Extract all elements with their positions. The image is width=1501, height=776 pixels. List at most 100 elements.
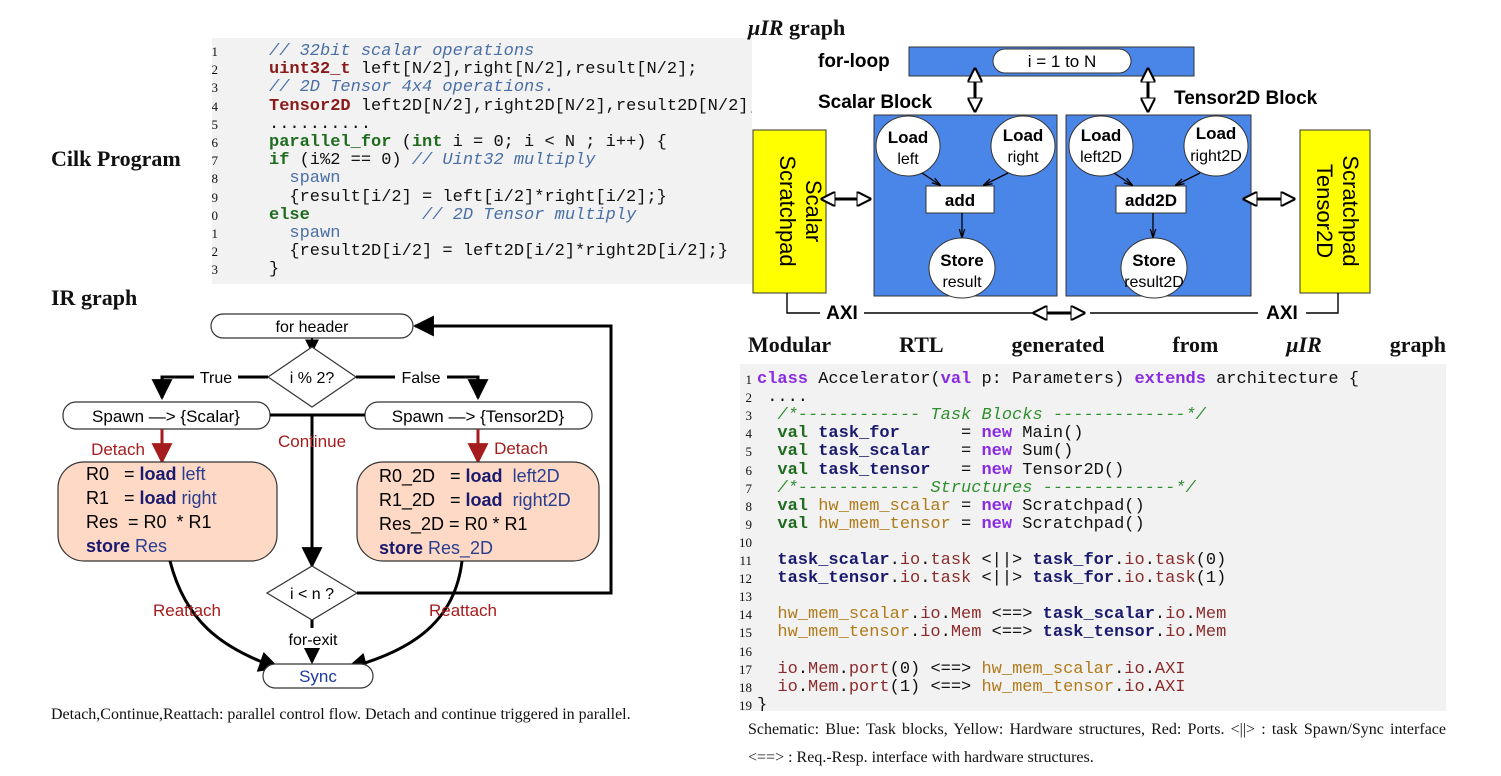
ir-opcode: load [139,464,177,484]
scalar-task-block [57,461,278,562]
store-result-line2: result [942,274,982,291]
code-text: else // 2D Tensor multiply [269,205,637,225]
ir-opcode: load [465,490,503,510]
line-number: 5 [212,116,218,132]
ir-opcode: load [139,488,177,508]
scratchpad-scalar-line2: Scalar [801,180,826,242]
load-left2d-node [1068,115,1134,177]
line-number: 2 [212,62,218,78]
line-number: 6 [745,462,753,478]
ir-arg: left [176,464,206,484]
rtl-title: Modular RTL generated from μIR graph [748,332,1446,358]
tensor-task-block [356,461,600,562]
ir-graph-title: IR graph [51,285,138,310]
ir-block-line: R1 = load right [86,486,217,510]
ir-block-line: Res_2D = R0 * R1 [379,512,571,536]
ir-operand: Res_2D = R0 * R1 [379,514,528,534]
code-text: io.Mem.port(0) <==> hw_mem_scalar.io.AXI [777,659,1186,679]
load-right2d-line1: Load [1196,124,1237,143]
line-number: 9 [212,189,218,205]
store-result2d-node [1120,237,1188,299]
ir-block-line: Res = R0 * R1 [86,510,217,534]
ir-operand: R0 = [86,464,140,484]
code-text: {result2D[i/2] = left2D[i/2]*right2D[i/2… [269,242,729,262]
scratchpad-scalar-line1: Scratchpad [775,155,800,266]
for-loop-label: for-loop [818,51,890,72]
code-text: Tensor2D left2D[N/2],right2D[N/2],result… [269,96,752,116]
reattach-left-label: Reattach [153,601,221,620]
line-number: 2 [745,390,753,406]
store-result-line1: Store [940,251,983,270]
ir-arg: left2D [502,466,560,486]
rtl-title-w3: generated [1011,332,1105,357]
code-text: spawn [289,169,341,189]
uir-graph-title: μIR graph [748,15,845,41]
code-text: {result[i/2] = left[i/2]*right[i/2];} [269,187,667,207]
load-left2d-line2: left2D [1080,149,1122,166]
code-text: parallel_for (int i = 0; i < N ; i++) { [269,133,667,152]
cond-lt-label: i < n ? [290,586,334,603]
scratchpad-tensor-line1: Scratchpad [1338,155,1363,266]
line-number: 9 [745,516,753,532]
rtl-caption: Schematic: Blue: Task blocks, Yellow: Ha… [748,721,1446,766]
code-text: /*------------ Task Blocks -------------… [777,406,1206,426]
add-node [925,185,995,214]
line-number: 16 [740,643,752,659]
add2d-label: add2D [1125,191,1177,210]
code-text: } [269,260,280,280]
code-text: .......... [269,114,372,134]
store-result-node [928,237,996,299]
detach-left-label: Detach [91,440,145,459]
load-right2d-node [1183,115,1249,177]
rtl-title-w1: Modular [748,332,832,357]
store-result2d-line2: result2D [1124,274,1184,291]
code-text: hw_mem_tensor.io.Mem <==> task_tensor.io… [777,623,1227,643]
line-number: 8 [745,498,753,514]
code-text: // 32bit scalar operations [269,42,535,61]
cilk-program-label: Cilk Program [51,146,181,171]
line-number: 4 [212,98,218,114]
code-text: } [757,695,768,711]
line-number: 11 [740,553,752,568]
code-text: spawn [289,224,341,243]
scratchpad-scalar [752,129,827,294]
ir-block-line: store Res [86,534,217,558]
line-number: 13 [740,589,752,605]
scratchpad-tensor [1299,129,1371,294]
ir-operand: R1 = [86,488,140,508]
line-number: 6 [212,135,218,150]
ir-arg: Res_2D [423,538,494,558]
rtl-title-w6: graph [1389,332,1446,357]
ir-operand: Res = R0 * R1 [86,512,212,532]
line-number: 5 [745,444,753,460]
load-left-node [875,115,941,177]
line-number: 3 [745,408,753,424]
scalar-block-label: Scalar Block [818,92,932,113]
line-number: 1 [212,44,218,59]
for-header-label: for header [276,319,350,336]
code-text: val task_scalar = new Sum() [777,442,1074,462]
ir-arg: Res [130,536,168,556]
line-number: 14 [740,607,752,623]
store-result2d-line1: Store [1132,251,1175,270]
false-label: False [401,370,440,387]
ir-block-line: R0_2D = load left2D [379,464,571,488]
spawn-tensor-label: Spawn —> {Tensor2D} [392,407,565,426]
code-text: val hw_mem_tensor = new Scratchpad() [777,514,1145,534]
rtl-title-w5: μIR [1286,332,1322,357]
ir-opcode: store [86,536,131,556]
load-left-line1: Load [888,128,929,147]
ir-block-line: R1_2D = load right2D [379,488,571,512]
code-text: /*------------ Structures -------------*… [777,478,1196,498]
ir-opcode: load [465,466,503,486]
sync-node [262,663,374,689]
line-number: 7 [212,153,218,169]
ir-arg: right2D [502,490,571,510]
ir-caption: Detach,Continue,Reattach: parallel contr… [51,706,631,723]
continue-label: Continue [278,432,346,451]
code-text: hw_mem_scalar.io.Mem <==> task_scalar.io… [777,605,1227,625]
true-label: True [200,370,232,387]
code-text: class Accelerator(val p: Parameters) ext… [757,370,1359,389]
loop-range-node [992,48,1132,74]
